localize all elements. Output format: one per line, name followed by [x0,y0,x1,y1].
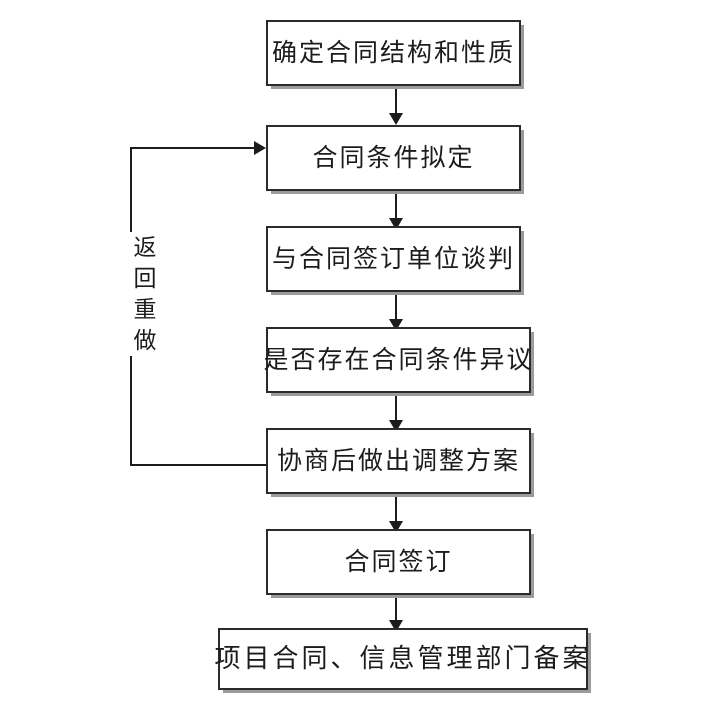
decision-box-contract-terms-objection[interactable]: 是否存在合同条件异议 [263,327,534,393]
decision-box-label: 是否存在合同条件异议 [263,346,534,374]
process-box-label: 合同签订 [344,548,453,576]
process-box-contract-signing[interactable]: 合同签订 [266,529,531,595]
process-box-adjustment-plan-after-negotiation[interactable]: 协商后做出调整方案 [266,428,531,494]
feedback-loop-label-char: 回 [133,266,157,291]
connector-line-3-4 [395,292,397,324]
feedback-loop-label-char: 返 [133,235,157,260]
feedback-loop-top-segment [130,147,254,149]
feedback-loop-arrow-head [254,141,266,155]
arrow-head-1-2 [389,113,403,125]
process-box-draft-contract-terms[interactable]: 合同条件拟定 [266,125,521,191]
connector-line-4-5 [395,393,397,425]
feedback-loop-label: 返 回 重 做 [128,232,162,356]
process-box-label: 与合同签订单位谈判 [271,245,515,273]
connector-line-1-2 [395,86,397,118]
connector-line-6-7 [395,595,397,625]
process-box-label: 合同条件拟定 [312,144,475,172]
process-box-file-with-management-department[interactable]: 项目合同、信息管理部门备案 [215,628,589,690]
process-box-determine-contract-structure[interactable]: 确定合同结构和性质 [266,20,521,86]
process-box-label: 项目合同、信息管理部门备案 [214,644,592,673]
process-box-label: 协商后做出调整方案 [276,447,520,475]
feedback-loop-label-char: 做 [133,328,157,353]
process-box-label: 确定合同结构和性质 [271,39,515,67]
feedback-loop-label-char: 重 [133,297,157,322]
connector-line-2-3 [395,191,397,223]
feedback-loop-bottom-segment [130,464,266,466]
connector-line-5-6 [395,494,397,526]
process-box-negotiate-with-signing-party[interactable]: 与合同签订单位谈判 [266,226,521,292]
